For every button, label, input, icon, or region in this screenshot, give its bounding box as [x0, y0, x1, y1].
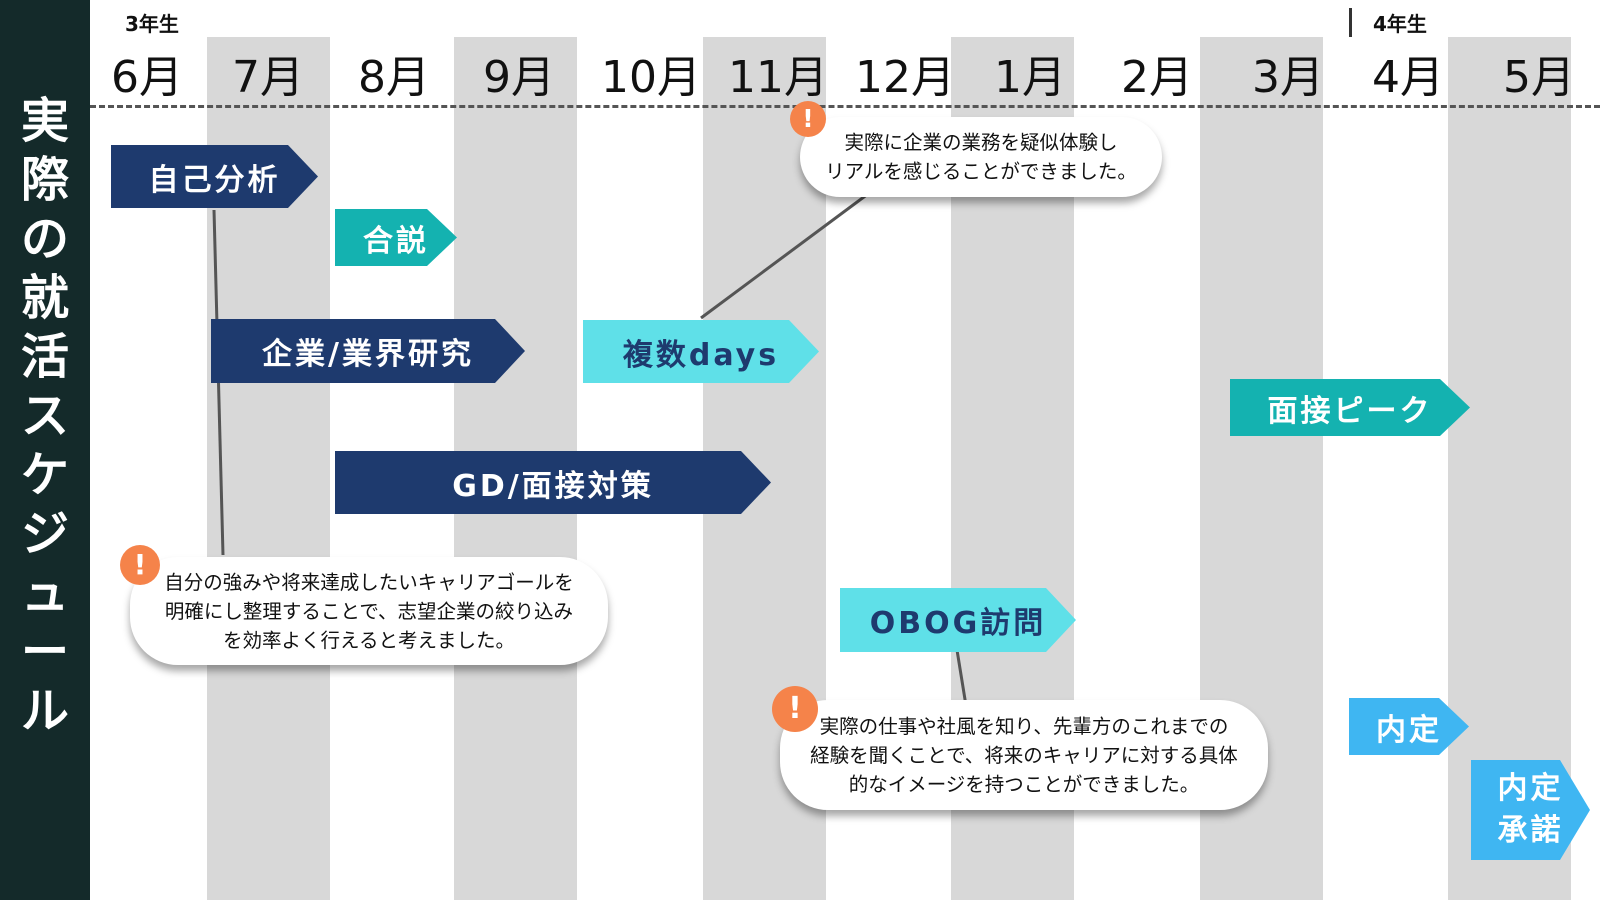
month-label: 9月 [483, 52, 555, 103]
month-label: 6月 [111, 52, 183, 103]
month-label: 4月 [1372, 52, 1444, 103]
bar-label: 内定 [1497, 771, 1564, 806]
exclamation-icon: ! [790, 101, 826, 137]
note-self-analysis: 自分の強みや将来達成したいキャリアゴールを 明確にし整理することで、志望企業の絞… [130, 557, 608, 665]
month-label: 2月 [1121, 52, 1193, 103]
month-stripe [1448, 37, 1571, 900]
bar-naitei: 内定 [1349, 698, 1469, 755]
bar-interview-peak: 面接ピーク [1230, 379, 1470, 436]
title-char: 実 [20, 93, 69, 149]
bar-multi-days: 複数days [583, 320, 819, 383]
page-title: 実 際 の 就 活 ス ケ ジ ュ ー ル [0, 92, 90, 741]
month-label: 10月 [601, 52, 701, 103]
month-label: 8月 [358, 52, 430, 103]
note-line: 自分の強みや将来達成したいキャリアゴールを [164, 570, 574, 594]
month-label: 3月 [1252, 52, 1324, 103]
bar-obog-visit: OBOG訪問 [840, 588, 1076, 652]
month-label: 7月 [232, 52, 304, 103]
month-label: 11月 [728, 52, 828, 103]
title-char: ケ [20, 447, 69, 503]
note-line: 的なイメージを持つことができました。 [848, 772, 1200, 796]
note-line: 実際に企業の業務を疑似体験し [844, 131, 1118, 154]
bar-label: 承諾 [1497, 813, 1564, 848]
note-line: 明確にし整理することで、志望企業の絞り込み [164, 599, 574, 623]
note-line: 経験を聞くことで、将来のキャリアに対する具体 [810, 743, 1238, 767]
year-label-3rd: 3年生 [125, 12, 179, 36]
note-line: を効率よく行えると考えました。 [223, 628, 515, 652]
title-char: 際 [20, 152, 69, 208]
note-line: リアルを感じることができました。 [825, 160, 1137, 183]
year-label-4th: 4年生 [1373, 12, 1427, 36]
title-char: ジ [20, 506, 69, 562]
title-char: 活 [20, 329, 69, 385]
timeline-axis [90, 105, 1600, 108]
bar-gd-interview: GD/面接対策 [335, 451, 771, 514]
bar-self-analysis: 自己分析 [111, 145, 318, 208]
exclamation-icon: ! [120, 545, 160, 585]
month-label: 1月 [994, 52, 1066, 103]
note-line: 実際の仕事や社風を知り、先輩方のこれまでの [819, 714, 1229, 738]
note-obog-visit: 実際の仕事や社風を知り、先輩方のこれまでの 経験を聞くことで、将来のキャリアに対… [780, 700, 1268, 810]
title-char: 就 [20, 270, 69, 326]
month-label: 12月 [855, 52, 955, 103]
sidebar: 実 際 の 就 活 ス ケ ジ ュ ー ル [0, 0, 90, 900]
month-label: 5月 [1503, 52, 1575, 103]
year-divider [1349, 8, 1352, 37]
title-char: ス [20, 388, 69, 444]
bar-gosetsu: 合説 [335, 209, 457, 266]
title-char: の [20, 211, 69, 267]
title-char: ル [20, 683, 69, 739]
exclamation-icon: ! [772, 686, 818, 732]
title-char: ー [20, 624, 69, 680]
bar-industry-research: 企業/業界研究 [211, 319, 525, 383]
title-char: ュ [20, 565, 69, 621]
note-multi-days: 実際に企業の業務を疑似体験し リアルを感じることができました。 [800, 117, 1162, 197]
